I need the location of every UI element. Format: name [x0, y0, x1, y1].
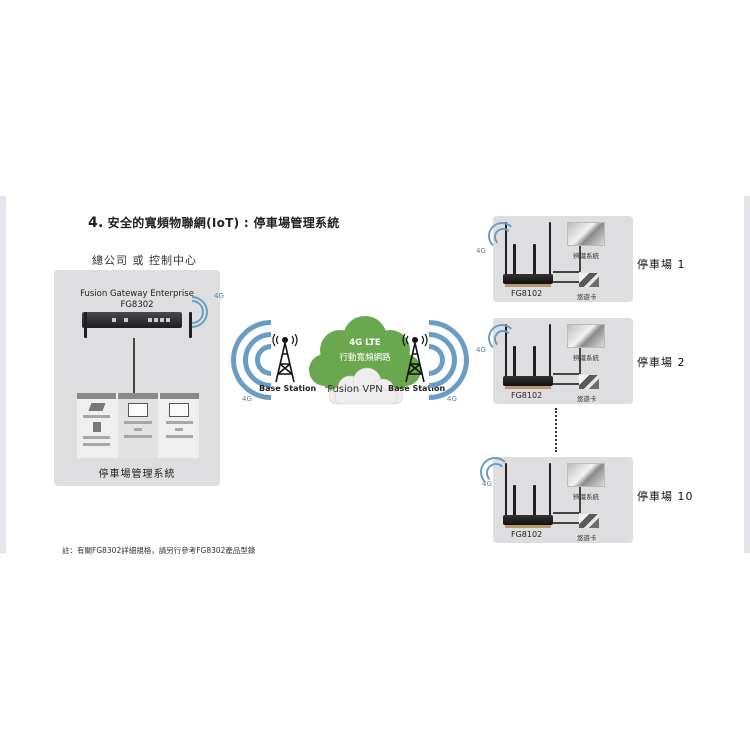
system-column-3	[159, 393, 199, 458]
site-panel-10: 辨識系統 悠遊卡 FG8102	[493, 457, 633, 543]
site-panel-2: 辨識系統 悠遊卡 FG8102	[493, 318, 633, 404]
easycard-image	[579, 273, 599, 287]
site-2-4g-label: 4G	[476, 346, 486, 354]
fg8102-router-icon	[503, 376, 553, 389]
right-signal-waves-icon	[372, 303, 486, 417]
right-base-station-tower-icon	[402, 334, 428, 383]
recognition-label: 辨識系統	[573, 252, 599, 260]
recognition-camera-image	[567, 222, 605, 246]
site-1-signal-icon	[486, 220, 516, 250]
hq-connector-line	[133, 338, 135, 393]
hq-device-name: Fusion Gateway Enterprise	[80, 289, 194, 299]
right-base-station-label: Base Station	[388, 384, 446, 393]
cloud-line1: 4G LTE	[349, 338, 381, 348]
hq-signal-icon	[169, 289, 220, 335]
hq-device-title: Fusion Gateway Enterprise FG8302	[54, 289, 220, 311]
hq-label: 總公司 或 控制中心	[92, 254, 197, 267]
hq-system-label: 停車場管理系統	[98, 469, 176, 480]
section-number: 4.	[88, 215, 104, 231]
hq-4g-label: 4G	[214, 292, 224, 300]
recognition-camera-image	[567, 463, 605, 487]
easycard-image	[579, 514, 599, 528]
site-10-signal-icon	[478, 455, 510, 487]
section-title-text: 安全的寬頻物聯網(IoT) : 停車場管理系統	[107, 216, 340, 230]
cloud-line2: 行動寬頻網路	[339, 353, 391, 363]
left-4g-label: 4G	[242, 395, 252, 403]
left-base-station-label: Base Station	[259, 384, 317, 393]
fg8302-router-icon	[82, 312, 194, 342]
fg8102-router-icon	[503, 515, 553, 528]
recognition-label: 辨識系統	[573, 493, 599, 501]
site-10-4g-label: 4G	[482, 480, 492, 488]
fg8102-router-icon	[503, 274, 553, 287]
easycard-label: 悠遊卡	[577, 534, 597, 542]
system-column-1	[77, 393, 117, 458]
parking-system-diagram	[77, 393, 199, 458]
hq-device-model: FG8302	[120, 300, 154, 310]
easycard-label: 悠遊卡	[577, 395, 597, 403]
site-2-signal-icon	[486, 322, 516, 352]
section-title: 4.安全的寬頻物聯網(IoT) : 停車場管理系統	[88, 214, 340, 231]
vpn-label: Fusion VPN	[327, 384, 383, 395]
site-device-model: FG8102	[511, 391, 543, 400]
lte-cloud-icon	[309, 316, 421, 405]
more-sites-ellipsis	[555, 408, 557, 452]
site-name-10: 停車場 10	[637, 490, 694, 503]
site-name-1: 停車場 1	[637, 258, 686, 271]
site-device-model: FG8102	[511, 530, 543, 539]
recognition-camera-image	[567, 324, 605, 348]
site-panel-1: 辨識系統 悠遊卡 FG8102	[493, 216, 633, 302]
footnote: 註：有關FG8302詳細規格，請另行參考FG8302產品型錄	[62, 546, 256, 555]
site-name-2: 停車場 2	[637, 356, 686, 369]
right-edge-strip	[744, 196, 750, 553]
left-base-station-tower-icon	[272, 334, 298, 383]
site-device-model: FG8102	[511, 289, 543, 298]
right-4g-label: 4G	[447, 395, 457, 403]
site-1-4g-label: 4G	[476, 247, 486, 255]
recognition-label: 辨識系統	[573, 354, 599, 362]
easycard-image	[579, 375, 599, 389]
system-column-2	[118, 393, 158, 458]
left-edge-strip	[0, 196, 6, 553]
easycard-label: 悠遊卡	[577, 293, 597, 301]
